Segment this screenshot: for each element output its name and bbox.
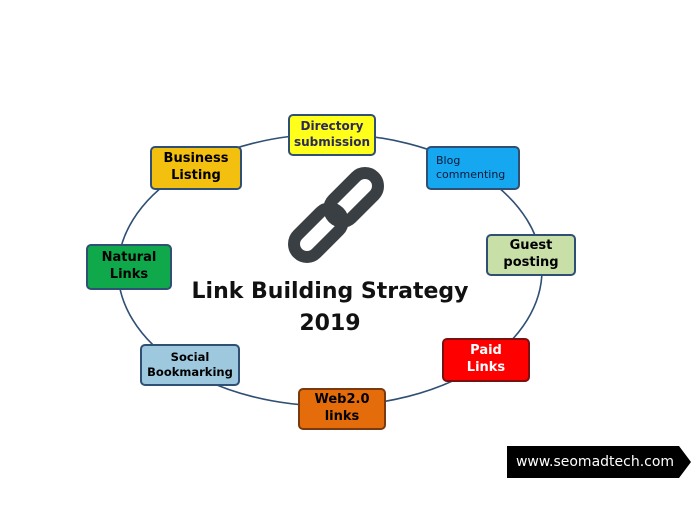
node-label-line2: Links bbox=[109, 267, 149, 282]
node-blog-commenting: Blog commenting bbox=[426, 146, 520, 190]
node-label-line1: Directory bbox=[300, 119, 364, 134]
node-label-line2: Listing bbox=[171, 168, 221, 183]
title-line1: Link Building Strategy bbox=[191, 279, 469, 304]
node-label-line1: Business bbox=[163, 151, 229, 167]
website-badge: www.seomadtech.com bbox=[507, 446, 691, 478]
node-directory-submission: Directory submission bbox=[288, 114, 376, 156]
node-label-line2: links bbox=[324, 409, 360, 424]
node-label-line1: Web2.0 bbox=[314, 392, 370, 408]
node-natural-links: Natural Links bbox=[86, 244, 172, 290]
node-label-line2: Links bbox=[466, 360, 506, 375]
title-line2: 2019 bbox=[299, 310, 361, 336]
node-social-bookmarking: Social Bookmarking bbox=[140, 344, 240, 386]
node-web20-links: Web2.0 links bbox=[298, 388, 386, 430]
diagram-title: Link Building Strategy 2019 bbox=[180, 276, 480, 340]
badge-arrow-shape bbox=[507, 446, 691, 478]
node-label-line1: Guest bbox=[509, 238, 553, 254]
node-label-line2: commenting bbox=[436, 168, 506, 181]
chain-link-icon bbox=[288, 167, 384, 263]
node-label-line2: Bookmarking bbox=[147, 365, 233, 379]
node-label-line2: submission bbox=[293, 135, 371, 149]
node-label-line1: Natural bbox=[101, 250, 157, 266]
node-label-line2: posting bbox=[503, 255, 559, 270]
node-label-line1: Blog bbox=[436, 153, 461, 167]
website-url: www.seomadtech.com bbox=[515, 454, 675, 470]
node-guest-posting: Guest posting bbox=[486, 234, 576, 276]
node-paid-links: Paid Links bbox=[442, 338, 530, 382]
node-label-line1: Paid bbox=[470, 343, 502, 359]
node-business-listing: Business Listing bbox=[150, 146, 242, 190]
node-label-line1: Social bbox=[170, 350, 210, 365]
